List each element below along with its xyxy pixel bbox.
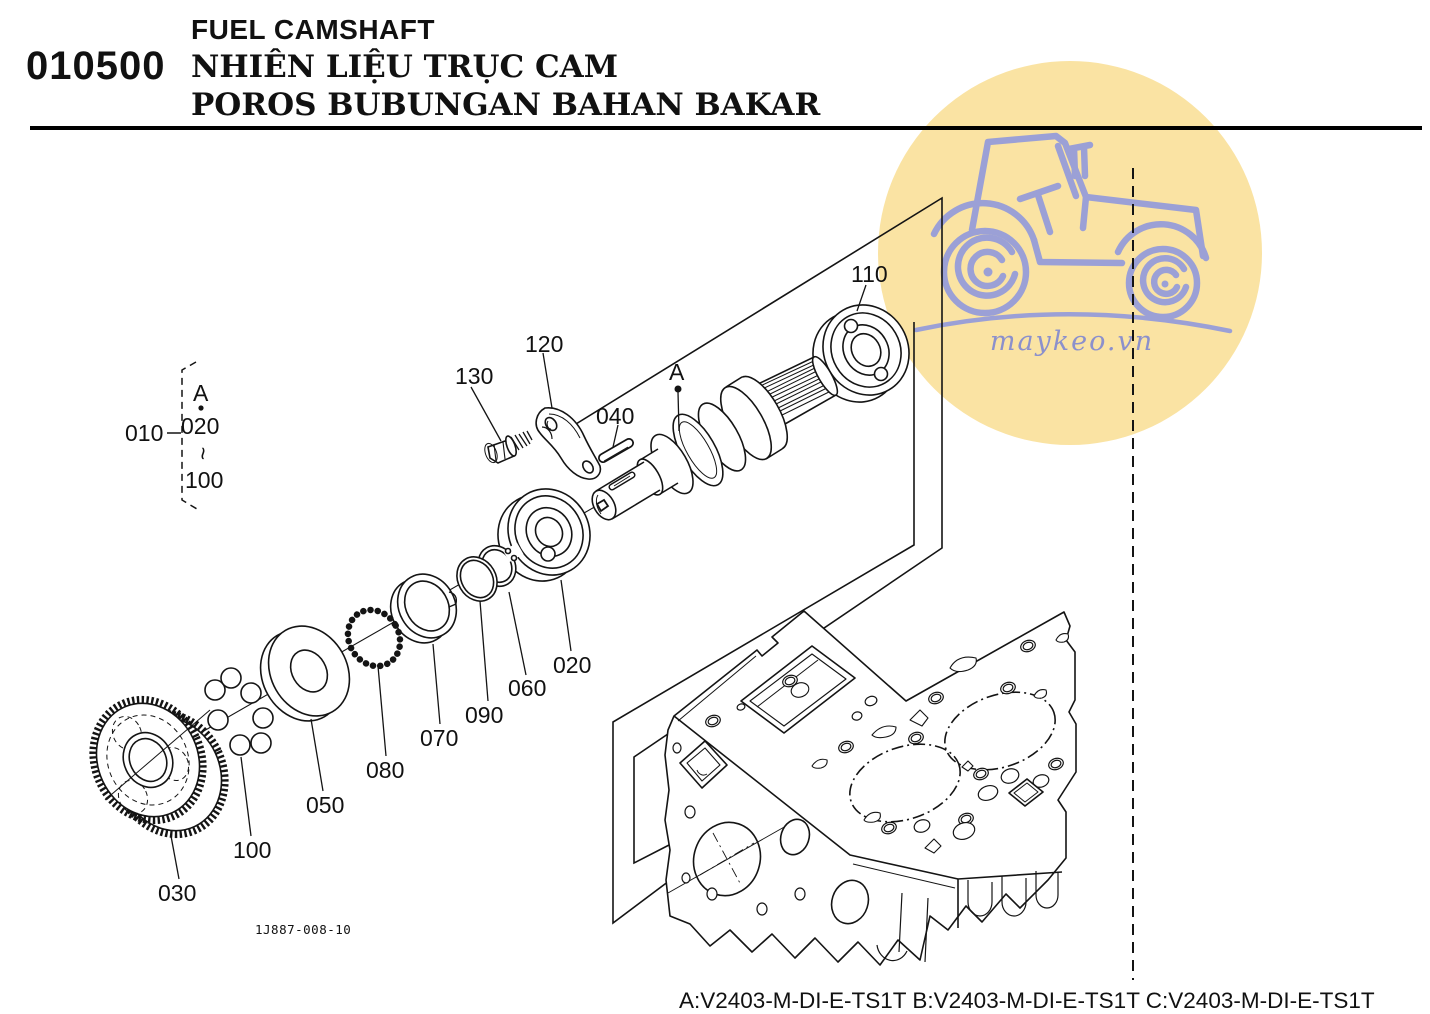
title-english: FUEL CAMSHAFT: [191, 14, 435, 45]
part-bolt-130: [484, 430, 533, 464]
part-camshaft: [591, 355, 839, 521]
part-key-040: [598, 438, 634, 463]
bracket-view-dot: [198, 405, 204, 411]
bracket-view-a: A: [193, 380, 209, 406]
part-label-040: 040: [596, 403, 635, 429]
part-bearing-cage-080: [344, 606, 404, 670]
part-ring-070: [389, 573, 458, 644]
part-label-130: 130: [455, 363, 494, 389]
bracket-to-100: 100: [185, 467, 224, 493]
bracket-from-020: 020: [181, 413, 220, 439]
part-label-070: 070: [420, 725, 459, 751]
bracket-label-010: 010: [125, 420, 164, 446]
part-label-100: 100: [233, 837, 272, 863]
part-washer-050: [259, 625, 351, 722]
header-rule: [30, 126, 1422, 130]
spline-hatching: [757, 359, 834, 419]
part-balls-100: [204, 667, 274, 756]
title-vietnamese: NHIÊN LIỆU TRỤC CAM: [191, 49, 619, 85]
part-label-060: 060: [508, 675, 547, 701]
tractor-watermark-icon: [913, 132, 1233, 334]
part-plate-120: [535, 407, 602, 480]
part-bearing-110: [812, 304, 910, 403]
leader-lines: [170, 284, 867, 880]
bracket-tilde: ~: [190, 440, 216, 467]
view-marker-a: A: [669, 359, 685, 385]
engine-block-drawing: [664, 610, 1077, 966]
part-label-050: 050: [306, 792, 345, 818]
view-marker-dot: [674, 385, 682, 393]
part-bearing-020: [497, 488, 591, 582]
watermark-circle: [878, 61, 1262, 445]
part-label-080: 080: [366, 757, 405, 783]
part-oring-090: [456, 556, 498, 602]
part-label-110: 110: [851, 261, 888, 287]
footer-model-codes: A:V2403-M-DI-E-TS1T B:V2403-M-DI-E-TS1T …: [679, 988, 1375, 1013]
part-label-020: 020: [553, 652, 592, 678]
part-label-030: 030: [158, 880, 197, 906]
section-code: 010500: [26, 44, 166, 88]
drawing-number: 1J887-008-10: [255, 922, 352, 937]
part-gear-030: [89, 695, 229, 839]
part-label-090: 090: [465, 702, 504, 728]
page-title: FUEL CAMSHAFT NHIÊN LIỆU TRỤC CAM POROS …: [191, 12, 820, 124]
tilde-glyph: ~: [190, 446, 217, 461]
ref-bracket: [167, 361, 204, 510]
watermark-text: maykeo.vn: [990, 326, 1154, 357]
title-indonesian: POROS BUBUNGAN BAHAN BAKAR: [191, 87, 821, 123]
part-label-120: 120: [525, 331, 564, 357]
watermark: maykeo.vn: [878, 61, 1262, 445]
